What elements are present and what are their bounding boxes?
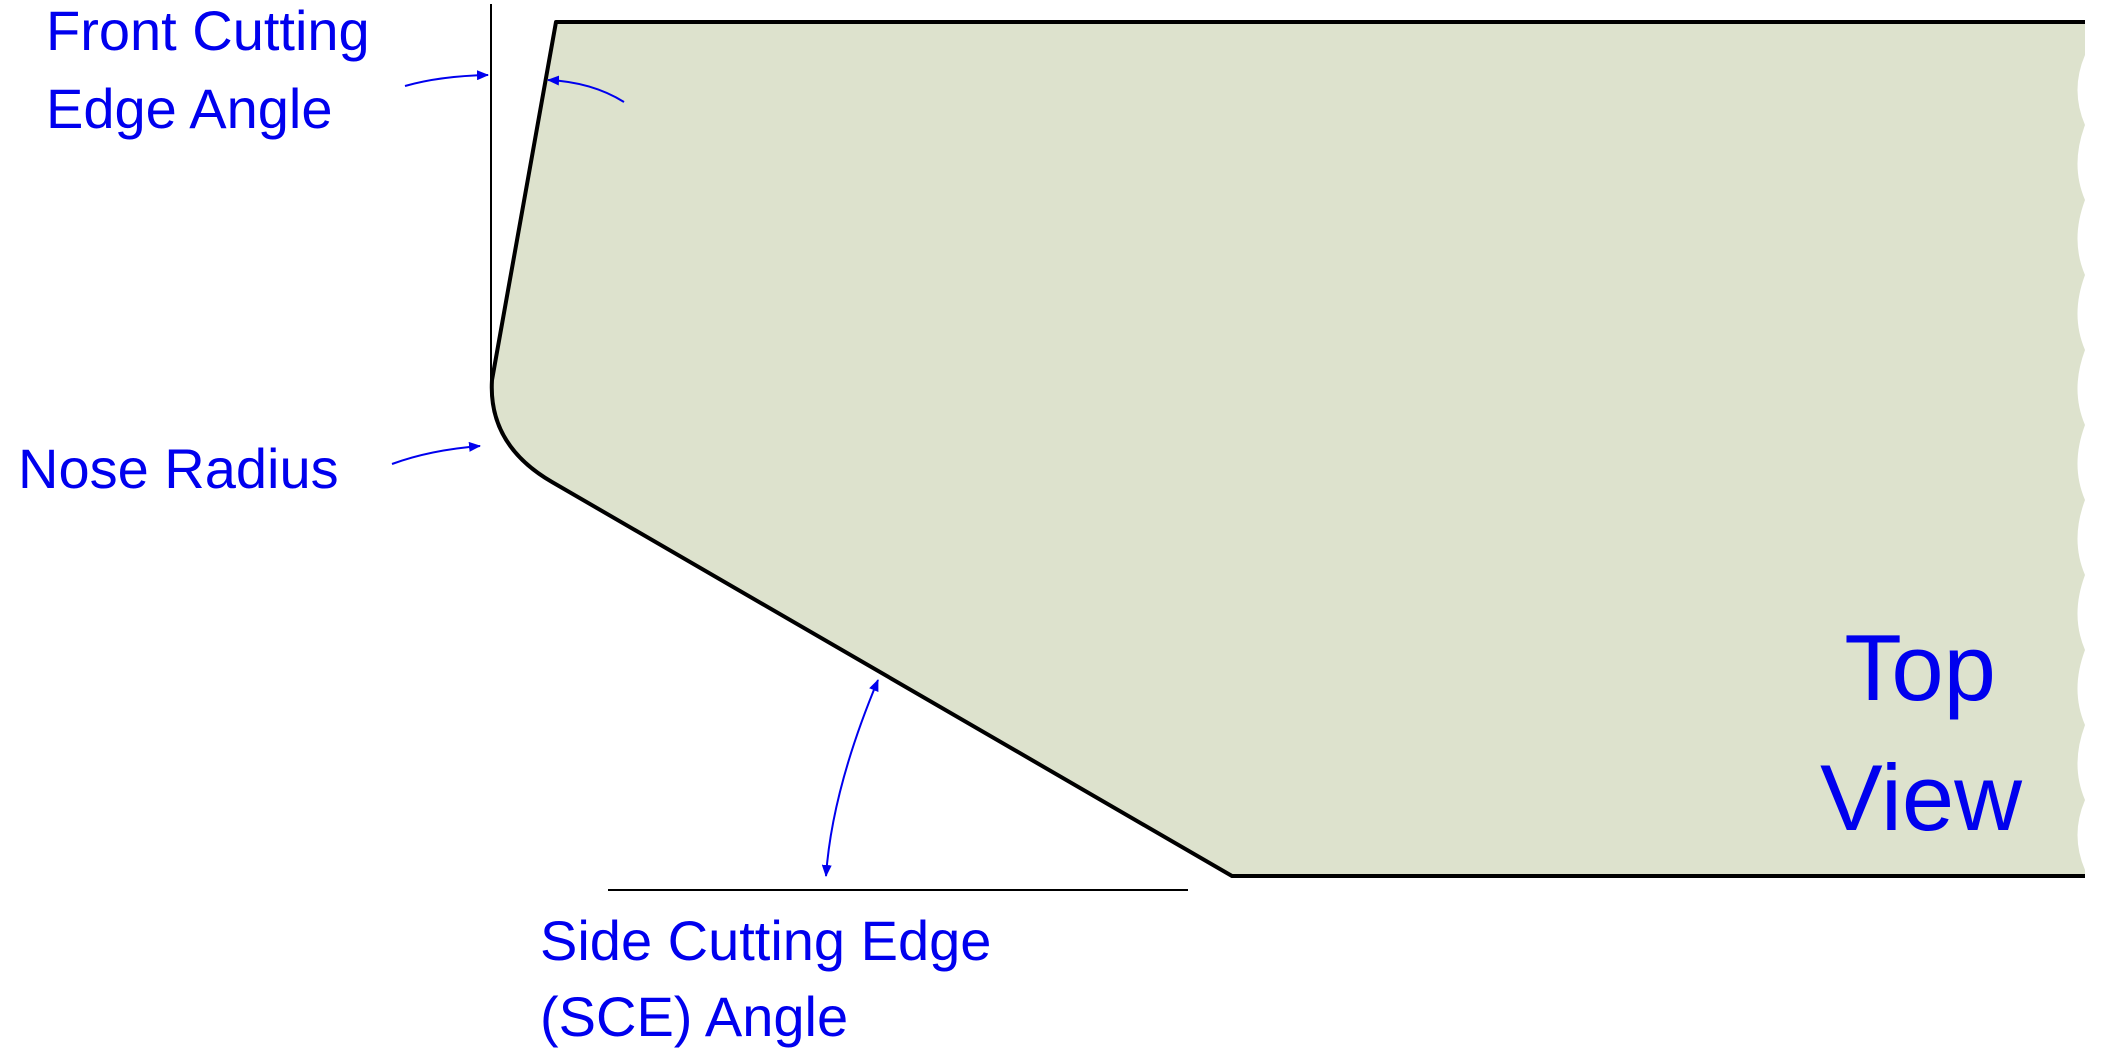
nose-radius-label: Nose Radius	[18, 437, 339, 500]
front-label-line-2: Edge Angle	[46, 77, 332, 140]
side-cutting-edge-angle-label: Side Cutting Edge (SCE) Angle	[540, 909, 1007, 1048]
front-cutting-edge-angle-label: Front Cutting Edge Angle	[46, 0, 385, 140]
front-label-line-1: Front Cutting	[46, 0, 370, 62]
front-angle-leader	[404, 70, 489, 87]
side-label-line-2: (SCE) Angle	[540, 985, 848, 1048]
nose-radius-leader	[391, 441, 481, 465]
side-angle-arc	[821, 679, 879, 877]
front-angle-arc	[547, 75, 625, 103]
tool-body	[491, 22, 2086, 876]
side-label-line-1: Side Cutting Edge	[540, 909, 991, 972]
view-label-line-1: Top	[1844, 615, 1996, 720]
view-label-line-2: View	[1820, 745, 2023, 850]
top-view-label: Top View	[1820, 615, 2023, 850]
